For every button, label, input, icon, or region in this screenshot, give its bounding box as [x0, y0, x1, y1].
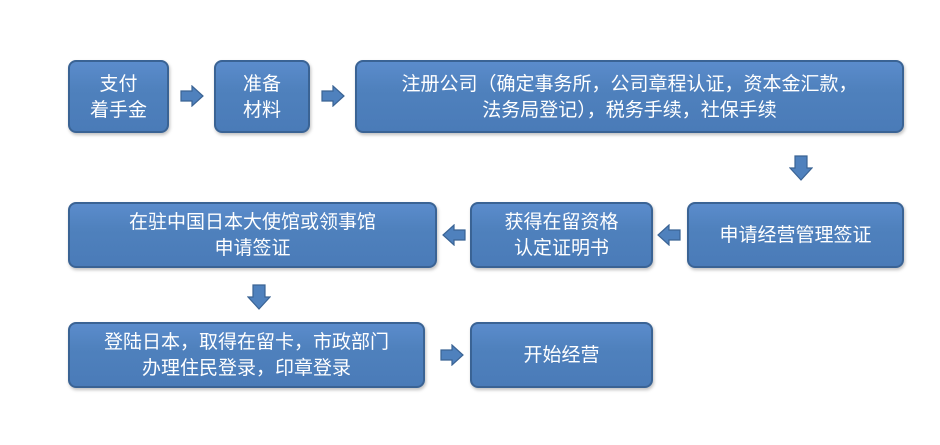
step-label-line: 认定证明书 — [513, 237, 609, 259]
step-pay-deposit: 支付 着手金 — [68, 60, 169, 133]
arrow-right-icon — [180, 85, 204, 107]
step-prepare-materials: 准备 材料 — [214, 60, 310, 133]
step-register-company: 注册公司（确定事务所，公司章程认证，资本金汇款， 法务局登记），税务手续，社保手… — [355, 60, 904, 133]
step-label-line: 在驻中国日本大使馆或领事馆 — [128, 211, 376, 233]
step-label-line: 注册公司（确定事务所，公司章程认证，资本金汇款， — [401, 72, 858, 95]
arrow-left-icon — [442, 224, 466, 246]
arrow-right-icon — [321, 85, 345, 107]
step-label-line: 开始经营 — [523, 344, 600, 366]
step-label-line: 办理住民登录，印章登录 — [141, 357, 351, 379]
step-label-line: 申请签证 — [214, 237, 291, 259]
step-label-line: 材料 — [242, 98, 281, 121]
step-embassy-visa: 在驻中国日本大使馆或领事馆 申请签证 — [68, 202, 437, 268]
step-label-line: 着手金 — [89, 98, 147, 121]
arrow-down-icon — [247, 284, 271, 310]
step-start-business: 开始经营 — [470, 322, 653, 388]
step-label-line: 登陆日本，取得在留卡，市政部门 — [103, 331, 389, 353]
step-residence-certificate: 获得在留资格 认定证明书 — [470, 202, 653, 268]
arrow-right-icon — [440, 344, 464, 366]
step-label-line: 法务局登记），税务手续，社保手续 — [482, 98, 777, 121]
step-label-line: 获得在留资格 — [504, 211, 619, 233]
arrow-down-icon — [789, 155, 813, 181]
step-label-line: 申请经营管理签证 — [719, 224, 872, 246]
step-apply-business-visa: 申请经营管理签证 — [687, 202, 904, 268]
step-label-line: 准备 — [242, 72, 281, 95]
step-land-in-japan: 登陆日本，取得在留卡，市政部门 办理住民登录，印章登录 — [68, 322, 425, 388]
step-label-line: 支付 — [99, 72, 138, 95]
arrow-left-icon — [657, 224, 681, 246]
